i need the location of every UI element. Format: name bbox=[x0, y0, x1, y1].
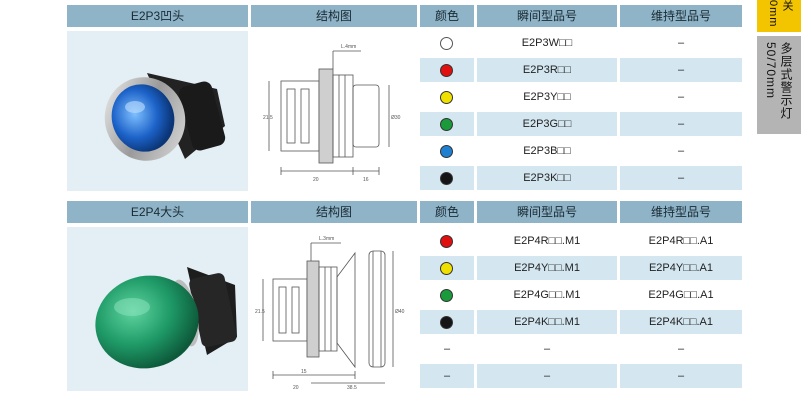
color-swatch bbox=[440, 36, 453, 50]
color-swatch bbox=[440, 234, 453, 248]
diagram1-b1-label: 20 bbox=[313, 177, 319, 183]
maintained-model-cell: – bbox=[620, 31, 742, 55]
diagram2-b1-label: 15 bbox=[301, 369, 307, 375]
color-swatch bbox=[440, 144, 453, 158]
maintained-model-cell: – bbox=[620, 85, 742, 109]
color-swatch bbox=[440, 90, 453, 104]
header-diagram: 结构图 bbox=[251, 5, 417, 27]
maintained-model-cell: – bbox=[620, 139, 742, 163]
header-name: E2P4大头 bbox=[67, 201, 248, 223]
diagram2-right-label: Ø40 bbox=[395, 309, 405, 315]
diagram-svg-1: L.4mm 21.5 Ø30 20 16 bbox=[263, 44, 401, 183]
product-photo-e2p3 bbox=[67, 31, 248, 191]
momentary-model-cell: E2P4R□□.M1 bbox=[477, 229, 617, 253]
header-color: 颜色 bbox=[420, 5, 474, 27]
color-cell bbox=[420, 283, 474, 307]
color-swatch bbox=[440, 261, 453, 275]
color-cell bbox=[420, 310, 474, 334]
color-cell: – bbox=[420, 364, 474, 388]
color-cell bbox=[420, 85, 474, 109]
color-empty-text: – bbox=[443, 343, 451, 355]
momentary-model-cell: E2P4Y□□.M1 bbox=[477, 256, 617, 280]
header-momentary: 瞬间型品号 bbox=[477, 5, 617, 27]
maintained-model-cell: – bbox=[620, 166, 742, 190]
header-maintained: 维持型品号 bbox=[620, 201, 742, 223]
diagram2-left-label: 21.5 bbox=[255, 309, 265, 315]
structure-diagram-e2p4: L.3mm 21.5 Ø40 15 20 38.5 bbox=[251, 227, 417, 391]
diagram1-left-label: 21.5 bbox=[263, 115, 273, 121]
diagram2-b3-label: 38.5 bbox=[347, 385, 357, 391]
maintained-model-cell: E2P4K□□.A1 bbox=[620, 310, 742, 334]
color-cell: – bbox=[420, 337, 474, 361]
momentary-model-cell: E2P3Y□□ bbox=[477, 85, 617, 109]
color-cell bbox=[420, 58, 474, 82]
color-swatch bbox=[440, 171, 453, 185]
momentary-model-cell: E2P3G□□ bbox=[477, 112, 617, 136]
momentary-model-cell: E2P3R□□ bbox=[477, 58, 617, 82]
maintained-model-cell: – bbox=[620, 364, 742, 388]
momentary-model-cell: E2P3W□□ bbox=[477, 31, 617, 55]
product-photo-e2p4 bbox=[67, 227, 248, 391]
maintained-model-cell: E2P4Y□□.A1 bbox=[620, 256, 742, 280]
color-cell bbox=[420, 139, 474, 163]
header-diagram: 结构图 bbox=[251, 201, 417, 223]
header-maintained: 维持型品号 bbox=[620, 5, 742, 27]
color-swatch bbox=[440, 288, 453, 302]
diagram1-right-label: Ø30 bbox=[391, 115, 401, 121]
maintained-model-cell: – bbox=[620, 58, 742, 82]
side-tab-warning-lights-label: 多层式警示灯 50/70mm bbox=[764, 42, 793, 120]
diagram2-top-label: L.3mm bbox=[319, 236, 334, 242]
side-tab-warning-lights[interactable]: 多层式警示灯 50/70mm bbox=[757, 36, 801, 134]
color-cell bbox=[420, 31, 474, 55]
maintained-model-cell: E2P4G□□.A1 bbox=[620, 283, 742, 307]
color-empty-text: – bbox=[443, 370, 451, 382]
diagram-svg-2: L.3mm 21.5 Ø40 15 20 38.5 bbox=[255, 236, 405, 391]
color-cell bbox=[420, 229, 474, 253]
side-tab-switch-label: 关 0mm bbox=[767, 0, 793, 28]
color-swatch bbox=[440, 63, 453, 77]
momentary-model-cell: – bbox=[477, 364, 617, 388]
maintained-model-cell: E2P4R□□.A1 bbox=[620, 229, 742, 253]
color-swatch bbox=[440, 315, 453, 329]
momentary-model-cell: E2P4G□□.M1 bbox=[477, 283, 617, 307]
header-momentary: 瞬间型品号 bbox=[477, 201, 617, 223]
structure-diagram-e2p3: L.4mm 21.5 Ø30 20 16 bbox=[251, 31, 417, 191]
diagram1-top-label: L.4mm bbox=[341, 44, 356, 50]
color-cell bbox=[420, 166, 474, 190]
momentary-model-cell: E2P4K□□.M1 bbox=[477, 310, 617, 334]
blue-button-image bbox=[104, 73, 226, 161]
momentary-model-cell: – bbox=[477, 337, 617, 361]
momentary-model-cell: E2P3B□□ bbox=[477, 139, 617, 163]
color-swatch bbox=[440, 117, 453, 131]
header-name: E2P3凹头 bbox=[67, 5, 248, 27]
momentary-model-cell: E2P3K□□ bbox=[477, 166, 617, 190]
side-tab-switch[interactable]: 关 0mm bbox=[757, 0, 801, 32]
diagram1-b2-label: 16 bbox=[363, 177, 369, 183]
green-mushroom-button-image bbox=[95, 267, 237, 369]
header-color: 颜色 bbox=[420, 201, 474, 223]
maintained-model-cell: – bbox=[620, 337, 742, 361]
diagram2-b2-label: 20 bbox=[293, 385, 299, 391]
color-cell bbox=[420, 112, 474, 136]
color-cell bbox=[420, 256, 474, 280]
maintained-model-cell: – bbox=[620, 112, 742, 136]
